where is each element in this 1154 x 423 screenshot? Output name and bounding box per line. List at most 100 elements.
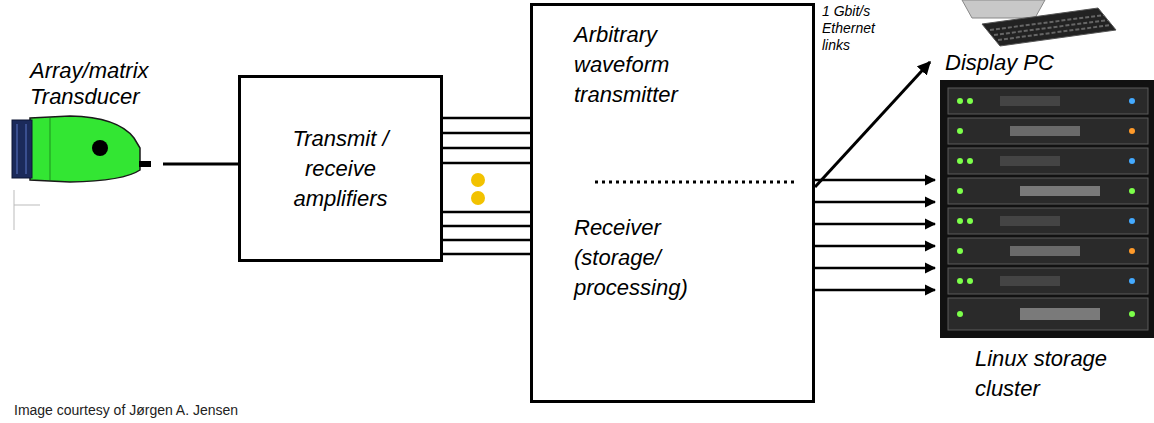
server-vent	[1000, 96, 1060, 106]
node-label: Arbitrary waveform transmitter	[574, 20, 714, 110]
channel-line	[443, 132, 530, 135]
channel-line	[443, 225, 530, 228]
storage-link-arrow	[815, 201, 935, 204]
led	[1129, 278, 1135, 284]
led	[1129, 158, 1135, 164]
node-sublabel: Receiver (storage/ processing)	[574, 213, 714, 303]
transducer-illustration	[12, 116, 151, 230]
led	[957, 98, 963, 104]
pc-illustration	[962, 0, 1116, 46]
server-panel	[948, 298, 1148, 330]
text-slot: Display PC	[945, 48, 1145, 78]
channel-line	[443, 239, 530, 242]
server-vent	[1020, 186, 1100, 196]
server-unit	[948, 118, 1148, 144]
led	[1129, 98, 1135, 104]
server-panel	[948, 178, 1148, 204]
transducer-face-stripe	[25, 124, 27, 174]
keyboard-keys	[998, 25, 1111, 40]
channel-line	[443, 211, 530, 214]
transducer-face	[12, 120, 32, 178]
transducer-cable	[163, 163, 238, 166]
storage-cluster-node: Linux storage cluster	[935, 78, 1154, 423]
transducer-body	[30, 116, 140, 182]
amplifier-box: Transmit / receive amplifiers	[238, 75, 443, 262]
server-unit	[948, 148, 1148, 174]
server-vent	[1000, 156, 1060, 166]
server-panel	[948, 268, 1148, 294]
led	[957, 248, 963, 254]
server-unit	[948, 88, 1148, 114]
server-vent	[1010, 126, 1080, 136]
server-panel	[948, 238, 1148, 264]
axis-line	[14, 205, 40, 206]
ethernet-arrow	[815, 62, 930, 187]
server-unit	[948, 268, 1148, 294]
text-slot: Transmit / receive amplifiers	[241, 78, 440, 259]
display-pc-node: Display PC	[930, 0, 1154, 86]
server-unit	[948, 298, 1148, 330]
edge-label: 1 Gbit/s Ethernet links	[820, 2, 896, 55]
led	[967, 158, 973, 164]
server-panel	[948, 208, 1148, 234]
text-slot: Arbitrary waveform transmitter	[574, 20, 714, 110]
server-vent	[1010, 246, 1080, 256]
channel-line	[443, 162, 530, 165]
node-label: Linux storage cluster	[975, 344, 1135, 404]
server-rack-illustration	[940, 80, 1154, 338]
led	[1129, 128, 1135, 134]
channel-line	[443, 253, 530, 256]
image-credit: Image courtesy of Jørgen A. Jensen	[14, 402, 334, 419]
keyboard	[982, 8, 1116, 46]
led	[967, 218, 973, 224]
storage-link-arrow	[815, 245, 935, 248]
node-label: Array/matrix Transducer	[30, 58, 155, 110]
led	[957, 218, 963, 224]
storage-link-arrow	[815, 179, 935, 182]
led	[957, 311, 963, 317]
divider-dotted-line	[595, 181, 795, 184]
server-vent	[1020, 308, 1100, 320]
led	[957, 158, 963, 164]
node-label: Display PC	[945, 48, 1145, 78]
channel-dots	[471, 173, 485, 205]
server-unit	[948, 208, 1148, 234]
rack-frame	[940, 80, 1154, 338]
led	[967, 98, 973, 104]
monitor-stand	[962, 0, 1045, 18]
server-vent	[1000, 276, 1060, 286]
text-slot: Receiver (storage/ processing)	[574, 213, 714, 303]
text-slot: Array/matrix Transducer	[30, 58, 155, 110]
led	[1129, 218, 1135, 224]
led	[957, 128, 963, 134]
server-panel	[948, 148, 1148, 174]
led	[967, 278, 973, 284]
storage-link-arrow	[815, 289, 935, 292]
label-slot: Image courtesy of Jørgen A. Jensen	[14, 402, 334, 419]
transducer-seam	[50, 118, 51, 180]
led	[1129, 188, 1135, 194]
storage-link-arrow	[815, 267, 935, 270]
text-slot: Linux storage cluster	[975, 344, 1135, 404]
edge-label-slot: 1 Gbit/s Ethernet links	[820, 2, 896, 55]
channel-line	[443, 117, 530, 120]
server-unit	[948, 238, 1148, 264]
transducer-dot	[92, 140, 108, 156]
transducer-node: Array/matrix Transducer	[8, 55, 163, 185]
led	[957, 188, 963, 194]
transducer-face-stripe	[16, 124, 18, 174]
ellipsis-dot	[471, 173, 485, 187]
transducer-cable	[139, 161, 151, 167]
node-label: Transmit / receive amplifiers	[276, 124, 406, 214]
channel-line	[443, 147, 530, 150]
axis-line	[14, 190, 15, 230]
storage-link-arrow	[815, 223, 935, 226]
server-panel	[948, 88, 1148, 114]
server-panel	[948, 118, 1148, 144]
led	[957, 278, 963, 284]
server-unit	[948, 178, 1148, 204]
led	[1129, 248, 1135, 254]
led	[1129, 311, 1135, 317]
